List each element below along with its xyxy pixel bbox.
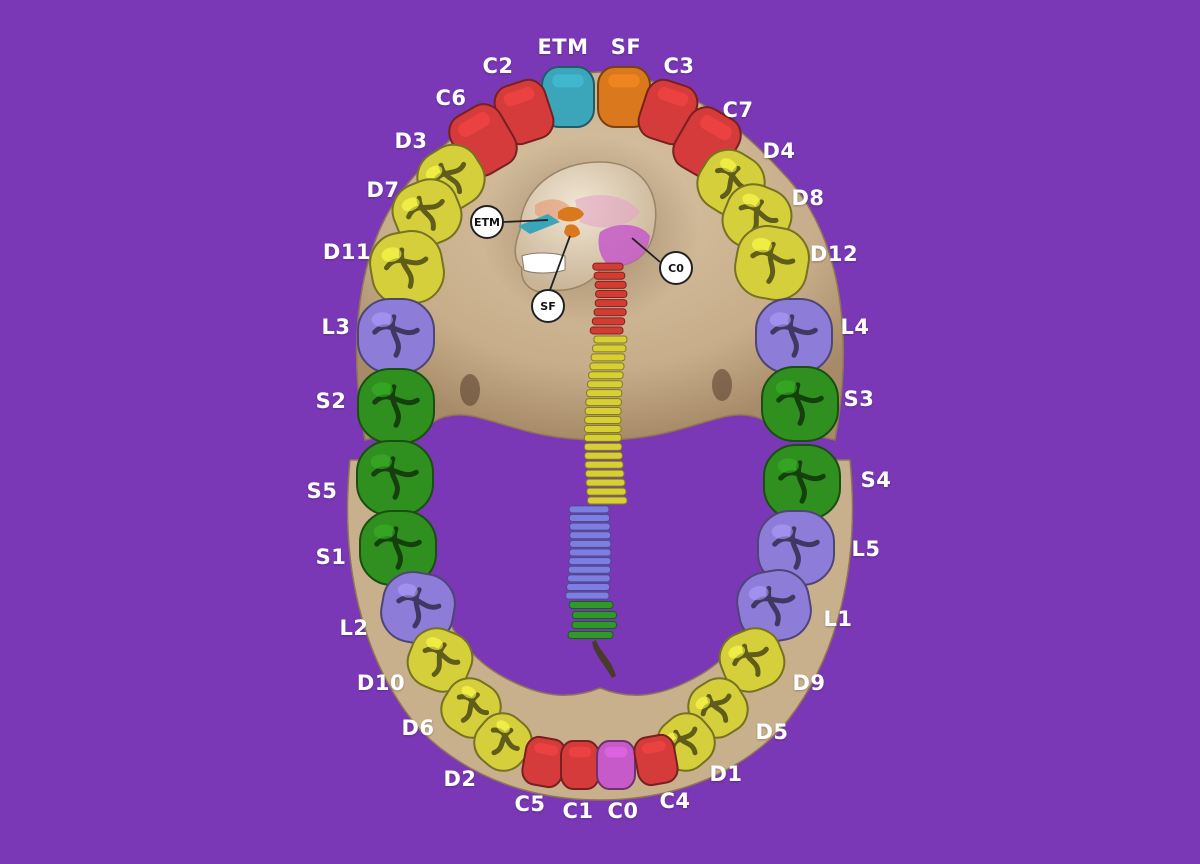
callout-c0-label: C0 (668, 261, 684, 275)
tooth-l5 (757, 510, 835, 586)
tooth-l4 (755, 298, 833, 374)
tooth-label-s2: S2 (315, 389, 347, 413)
tooth-s3 (761, 366, 839, 442)
tooth-label-d7: D7 (366, 178, 400, 202)
tooth-label-d9: D9 (792, 671, 826, 695)
tooth-d10 (406, 627, 474, 693)
spine-lumbar (565, 505, 612, 600)
tooth-label-s5: S5 (306, 479, 338, 503)
tooth-d7 (391, 178, 463, 248)
tooth-label-c4: C4 (659, 789, 691, 813)
tooth-label-d4: D4 (762, 139, 796, 163)
tooth-label-l2: L2 (339, 616, 369, 640)
callout-line-sf (549, 235, 571, 291)
callout-sf: SF (531, 289, 565, 323)
spine-sacral (567, 601, 617, 639)
callout-etm: ETM (470, 205, 504, 239)
tooth-label-l1: L1 (823, 607, 853, 631)
tooth-label-l3: L3 (321, 315, 351, 339)
callout-c0: C0 (659, 251, 693, 285)
tooth-label-c7: C7 (722, 98, 754, 122)
tooth-label-s3: S3 (843, 387, 875, 411)
tooth-s2 (357, 368, 435, 444)
tooth-label-s4: S4 (860, 468, 892, 492)
tooth-c1 (560, 740, 600, 790)
tooth-label-c1: C1 (562, 799, 594, 823)
tooth-etm (541, 66, 595, 128)
tooth-label-d6: D6 (401, 716, 435, 740)
tooth-label-c0: C0 (607, 799, 639, 823)
tooth-l2 (380, 571, 456, 645)
tooth-label-s1: S1 (315, 545, 347, 569)
tooth-l1 (736, 569, 812, 643)
tooth-label-d5: D5 (755, 720, 789, 744)
tooth-label-d8: D8 (791, 186, 825, 210)
tooth-label-d1: D1 (709, 762, 743, 786)
spine-cervical (589, 262, 628, 335)
tooth-c4 (633, 733, 679, 787)
tooth-s4 (763, 444, 841, 520)
callout-etm-label: ETM (474, 215, 500, 229)
tooth-label-etm: ETM (537, 35, 589, 59)
tooth-label-sf: SF (610, 35, 642, 59)
tooth-label-d12: D12 (809, 242, 859, 266)
tooth-label-l4: L4 (840, 315, 870, 339)
tooth-d9 (718, 627, 786, 693)
palate-hole-left (460, 374, 480, 406)
tooth-label-d10: D10 (356, 671, 406, 695)
tooth-d2 (473, 712, 533, 772)
tooth-s5 (356, 440, 434, 516)
tooth-label-d2: D2 (443, 767, 477, 791)
tooth-label-c5: C5 (514, 792, 546, 816)
tooth-label-c2: C2 (482, 54, 514, 78)
tooth-d12 (734, 225, 810, 301)
tooth-label-d3: D3 (394, 129, 428, 153)
skull-illustration (514, 161, 657, 293)
tooth-label-c3: C3 (663, 54, 695, 78)
tooth-label-c6: C6 (435, 86, 467, 110)
spine-coccyx (592, 640, 616, 678)
tooth-label-l5: L5 (851, 537, 881, 561)
tooth-d11 (369, 230, 445, 306)
callout-line-etm (503, 219, 549, 223)
spine-thoracic (583, 335, 628, 505)
callout-sf-label: SF (540, 299, 556, 313)
tooth-label-d11: D11 (322, 240, 372, 264)
tooth-c0 (596, 740, 636, 790)
palate-hole-right (712, 369, 732, 401)
tooth-l3 (357, 298, 435, 374)
callout-line-c0 (631, 237, 661, 263)
spine-illustration (565, 262, 628, 678)
